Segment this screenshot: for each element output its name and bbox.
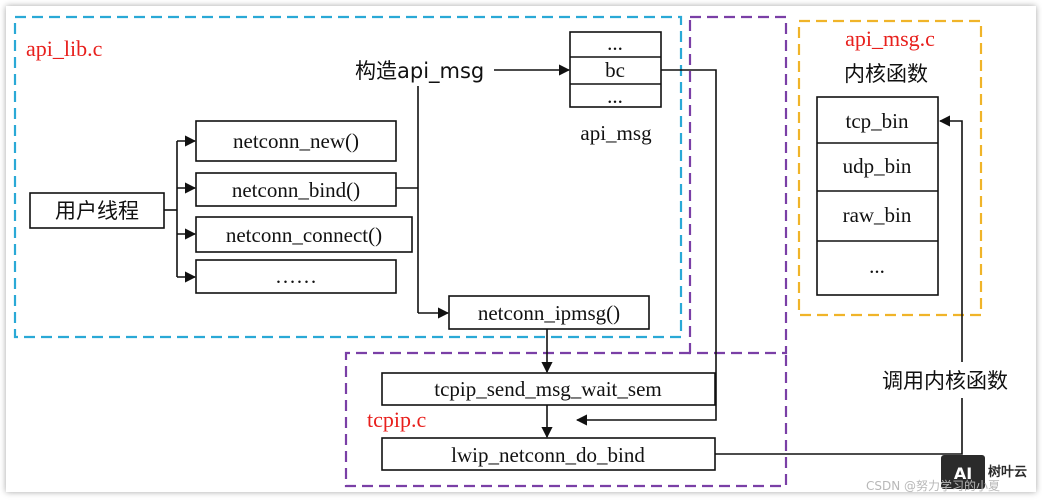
call-kernel-label-bg — [868, 362, 1026, 398]
lwip-netconn-do-bind-label: lwip_netconn_do_bind — [451, 443, 645, 467]
kernel-functions-label: 内核函数 — [844, 62, 928, 86]
api-msg-struct-box — [569, 31, 662, 108]
netconn-bind-label: netconn_bind() — [232, 178, 360, 202]
tcpip-send-msg-wait-sem-label: tcpip_send_msg_wait_sem — [434, 377, 661, 401]
api-msg-row-bc: bc — [605, 58, 625, 82]
kernel-row-ellipsis: ... — [869, 254, 885, 278]
tcpip-region-lower — [344, 351, 788, 488]
tcpip-title: tcpip.c — [367, 407, 426, 432]
ellipsis-box — [195, 259, 397, 294]
kernel-row-raw-bin: raw_bin — [843, 203, 912, 227]
watermark-logo: AI 树叶云 — [941, 455, 1027, 489]
ellipsis-label: …… — [275, 264, 317, 288]
netconn-bind-box — [195, 172, 397, 207]
tcpip-send-msg-wait-sem-box — [381, 372, 716, 406]
kernel-row-tcp-bin: tcp_bin — [846, 109, 909, 133]
watermark-logo-badge — [941, 455, 985, 489]
api-msg-row-1: ... — [607, 31, 623, 55]
watermark-brand: 树叶云 — [988, 464, 1027, 480]
api-msg-c-region — [797, 19, 983, 317]
netconn-ipmsg-box — [448, 295, 650, 330]
api-msg-c-title: api_msg.c — [845, 26, 935, 51]
api-lib-region — [13, 15, 683, 339]
construct-api-msg-label: 构造api_msg — [355, 59, 484, 84]
netconn-connect-box — [195, 216, 413, 253]
call-kernel-arrow — [715, 115, 963, 455]
netconn-connect-label: netconn_connect() — [226, 223, 382, 247]
api-lib-title: api_lib.c — [26, 36, 103, 61]
netconn-new-label: netconn_new() — [233, 129, 359, 153]
watermark-credit: CSDN @努力学习的小夏 — [866, 478, 1000, 493]
netconn-ipmsg-label: netconn_ipmsg() — [478, 301, 620, 325]
kernel-row-udp-bin: udp_bin — [843, 154, 912, 178]
netconn-new-box — [195, 120, 397, 162]
api-msg-caption: api_msg — [580, 121, 652, 145]
bc-callback-arrow — [575, 69, 717, 426]
lwip-netconn-do-bind-box — [381, 437, 716, 471]
watermark-logo-text: AI — [954, 464, 972, 483]
user-thread-label: 用户线程 — [55, 199, 139, 223]
api-msg-row-3: ... — [607, 84, 623, 108]
kernel-function-table — [816, 96, 939, 296]
tcpip-region-upper — [688, 15, 788, 355]
call-kernel-label: 调用内核函数 — [882, 369, 1008, 393]
